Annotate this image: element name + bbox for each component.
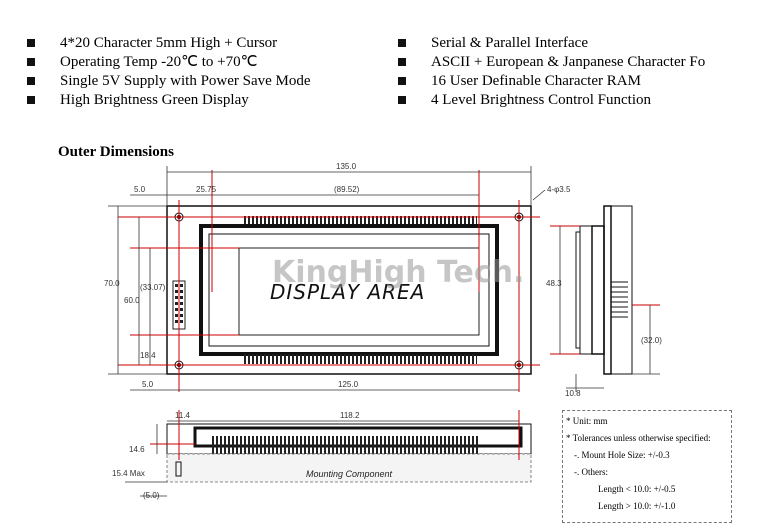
note-line: Length > 10.0: +/-1.0 — [598, 501, 676, 511]
section-title: Outer Dimensions — [58, 144, 174, 160]
dim-label: 11.4 — [175, 411, 191, 420]
dim-label: 25.75 — [196, 185, 217, 194]
side-view: 48.3 (32.0) 10.8 — [546, 205, 662, 398]
dim-label: 18.4 — [140, 351, 156, 360]
note-line: * Unit: mm — [566, 416, 608, 426]
pcb-outline — [166, 205, 532, 375]
dim-label: 70.0 — [104, 279, 120, 288]
dim-label: (89.52) — [334, 185, 360, 194]
dim-label: 125.0 — [338, 380, 359, 389]
bottom-pin-row — [211, 436, 479, 454]
bullet-icon — [398, 96, 406, 104]
note-line: Length < 10.0: +/-0.5 — [598, 484, 676, 494]
dim-label: 60.0 — [124, 296, 140, 305]
bullet-icon — [27, 96, 35, 104]
bottom-pin-row — [243, 354, 477, 364]
bullet-icon — [398, 77, 406, 85]
dim-label: 10.8 — [565, 389, 581, 398]
note-line: -. Others: — [574, 467, 608, 477]
bullet-icon — [27, 58, 35, 66]
dim-label: 4-φ3.5 — [547, 185, 571, 194]
display-area — [238, 247, 480, 336]
dim-label: 5.0 — [142, 380, 154, 389]
top-pin-row — [243, 216, 477, 226]
bullet-icon — [27, 77, 35, 85]
dim-label: (33.07) — [140, 283, 166, 292]
bullet-icon — [398, 58, 406, 66]
bottom-view: 11.4 118.2 14.6 15.4 Max (5.0) Mounting … — [112, 410, 532, 500]
note-line: -. Mount Hole Size: +/-0.3 — [574, 450, 670, 460]
tolerance-notes: * Unit: mm * Tolerances unless otherwise… — [562, 410, 732, 523]
display-label: DISPLAY AREA — [270, 280, 425, 304]
dim-label: 5.0 — [134, 185, 146, 194]
bullet-icon — [27, 39, 35, 47]
dim-label: 48.3 — [546, 279, 562, 288]
dim-label: 135.0 — [336, 162, 357, 171]
dim-label: 15.4 Max — [112, 469, 145, 478]
dim-label: (32.0) — [641, 336, 662, 345]
dim-label: (5.0) — [143, 491, 160, 500]
note-line: * Tolerances unless otherwise specified: — [566, 433, 711, 443]
mounting-component — [166, 453, 532, 483]
dim-label: 14.6 — [129, 445, 145, 454]
front-view: 135.0 5.0 25.75 (89.52) 4-φ3.5 70.0 60.0… — [104, 162, 571, 392]
watermark: KingHigh Tech. — [272, 255, 524, 290]
dim-label: 118.2 — [340, 411, 360, 420]
bullet-icon — [398, 39, 406, 47]
mounting-label: Mounting Component — [306, 469, 393, 479]
